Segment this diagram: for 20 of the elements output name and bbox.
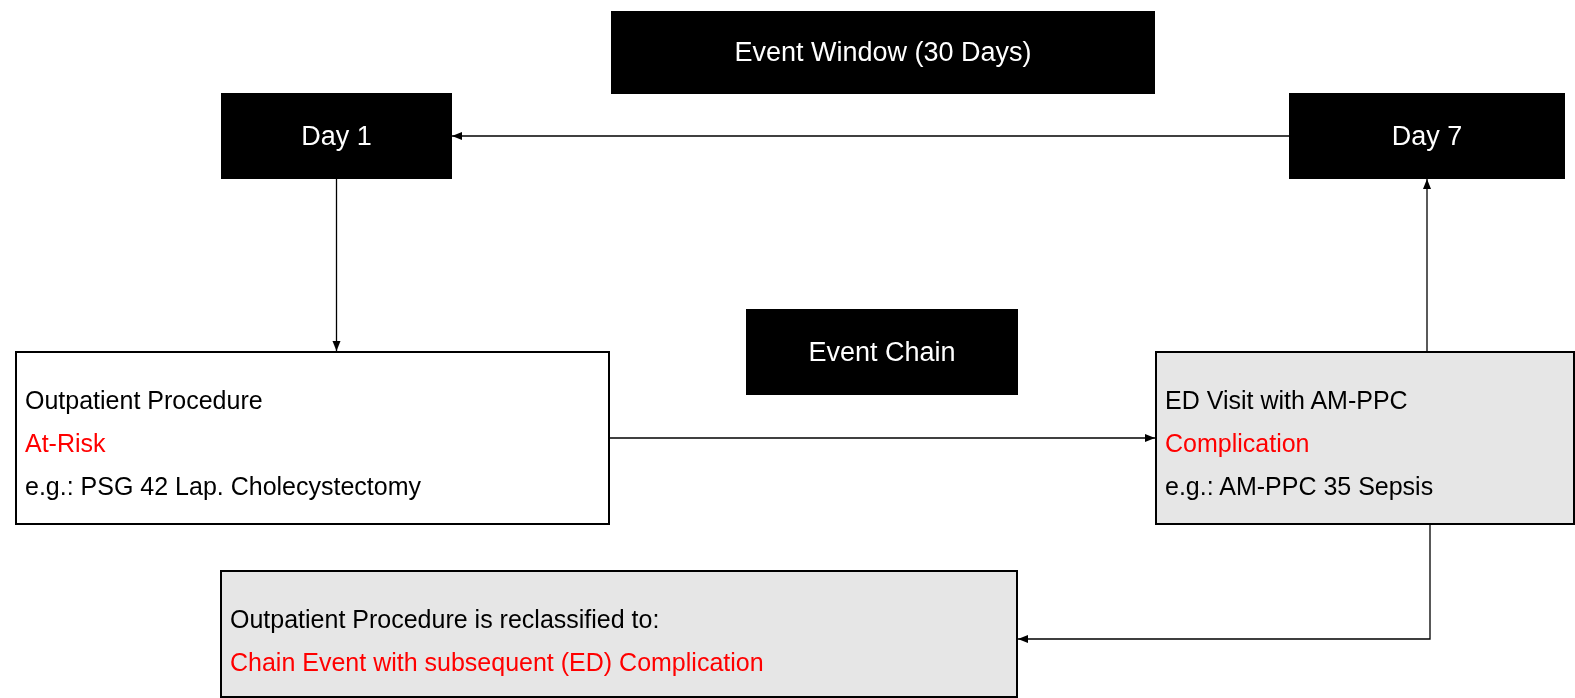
arrow: [451, 132, 1290, 140]
label-box: Event Chain: [746, 309, 1018, 395]
box-heading: ED Visit with AM-PPC: [1165, 385, 1408, 416]
label-box: Day 1: [221, 93, 452, 179]
arrow: [332, 178, 341, 352]
status-text: Chain Event with subsequent (ED) Complication: [230, 647, 764, 678]
process-box: [15, 351, 610, 525]
label-box: Day 7: [1289, 93, 1565, 179]
box-heading: Outpatient Procedure is reclassified to:: [230, 604, 660, 635]
example-text: e.g.: AM-PPC 35 Sepsis: [1165, 471, 1434, 502]
example-text: e.g.: PSG 42 Lap. Cholecystectomy: [25, 471, 422, 502]
arrow: [1017, 524, 1431, 643]
arrow: [609, 434, 1156, 442]
label-box: Event Window (30 Days): [611, 11, 1155, 94]
box-heading: Outpatient Procedure: [25, 385, 263, 416]
process-box: [220, 570, 1018, 698]
process-box: [1155, 351, 1575, 525]
status-text: At-Risk: [25, 428, 106, 459]
status-text: Complication: [1165, 428, 1310, 459]
arrow: [1423, 178, 1431, 352]
